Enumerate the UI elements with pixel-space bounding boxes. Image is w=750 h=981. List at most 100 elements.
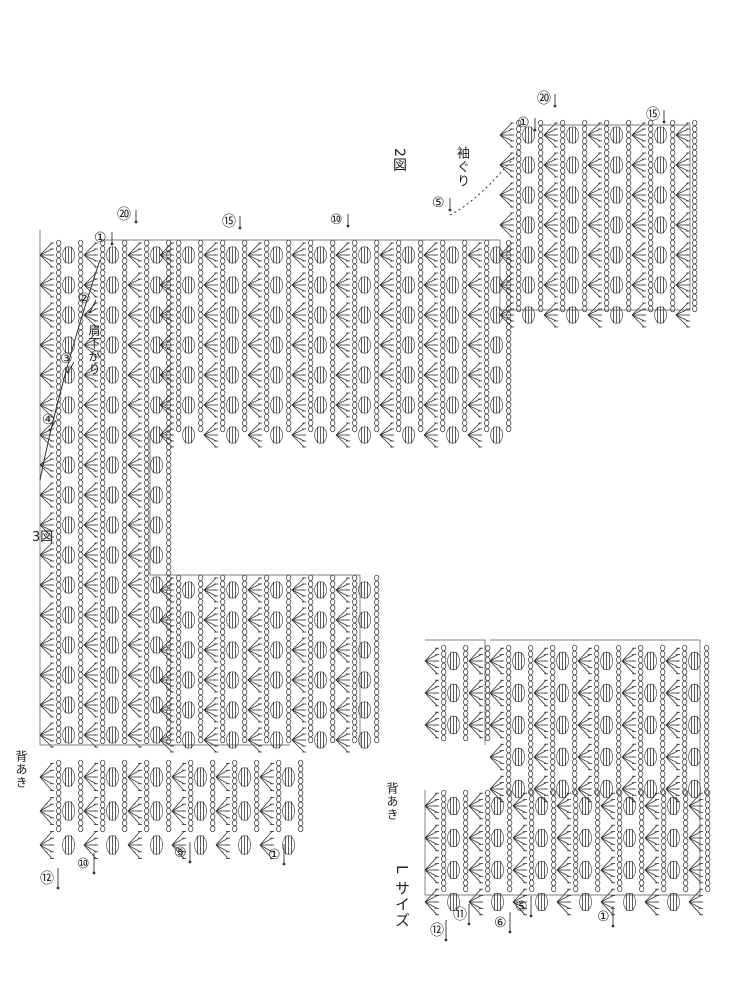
double-crochet-cluster [227,672,239,689]
shell-stitch [425,825,439,851]
double-crochet-cluster [63,607,75,624]
double-crochet-cluster [63,667,75,684]
double-crochet-cluster [611,187,623,204]
double-crochet-cluster [271,367,283,384]
shell-stitch [292,423,306,447]
double-crochet-cluster [151,487,163,504]
shell-stitch [380,393,394,417]
shell-stitch [292,698,306,722]
chain-stitches [485,240,489,432]
chain-stitches [123,240,127,744]
shell-stitch [336,668,350,692]
double-crochet-cluster [227,612,239,629]
double-crochet-cluster [239,768,251,787]
double-crochet-cluster [63,727,75,744]
chain-stitches [539,120,543,312]
double-crochet-cluster [624,893,636,911]
row-marker-15-sleeve: ⑮ [646,108,660,122]
chain-stitches [486,645,490,741]
shell-stitch [578,776,592,802]
row-marker-3-shoulder: ③ [60,352,73,366]
double-crochet-cluster [624,861,636,879]
double-crochet-cluster [183,307,195,324]
row-marker-12-bottom: ⑫ [430,924,444,938]
double-crochet-cluster [491,337,503,354]
arrow-head [554,105,557,108]
double-crochet-cluster [107,607,119,624]
shell-stitch [632,303,646,327]
double-crochet-cluster [107,802,119,821]
chain-stitches [199,240,203,432]
shell-stitch [248,333,262,357]
chain-stitches [508,790,512,892]
double-crochet-cluster [567,127,579,144]
chain-stitches [639,645,643,795]
row-marker-4-shoulder: ④ [42,413,55,427]
double-crochet-cluster [63,768,75,787]
shell-stitch [689,793,703,819]
shell-stitch [424,243,438,267]
double-crochet-cluster [315,247,327,264]
row-marker-11-bottom: ⑪ [453,908,467,922]
double-crochet-cluster [557,652,569,670]
shell-stitch [292,393,306,417]
double-crochet-cluster [315,367,327,384]
shell-stitch [588,153,602,177]
shell-stitch [128,543,142,567]
double-crochet-cluster [227,642,239,659]
chain-stitches [463,240,467,432]
back-opening-label-bottom: 背あき [386,782,398,821]
double-crochet-cluster [151,547,163,564]
row-marker-15-right: ⑮ [222,215,236,229]
chain-stitches [57,760,61,832]
shell-stitch [204,243,218,267]
shell-stitch [380,423,394,447]
shell-stitch [676,213,690,237]
chain-stitches [309,575,313,743]
double-crochet-cluster [63,637,75,654]
chain-stitches [177,575,181,743]
chain-stitches [331,240,335,432]
shell-stitch [128,603,142,627]
double-crochet-cluster [271,702,283,719]
chain-stitches [375,240,379,432]
double-crochet-cluster [447,307,459,324]
chain-stitches [353,240,357,432]
shell-stitch [204,668,218,692]
shell-stitch [544,153,558,177]
double-crochet-cluster [107,247,119,264]
double-crochet-cluster [315,427,327,444]
double-crochet-cluster [645,652,657,670]
shell-stitch [84,423,98,447]
arrow-head [135,221,138,224]
arrow-head [449,209,452,212]
shell-stitch [40,243,54,267]
row-marker-1-right: ① [94,231,107,245]
shell-stitch [424,333,438,357]
chain-stitches [287,240,291,432]
shell-stitch [248,393,262,417]
double-crochet-cluster [492,893,504,911]
double-crochet-cluster [580,861,592,879]
shell-stitch [588,303,602,327]
double-crochet-cluster [63,367,75,384]
shell-stitch [40,603,54,627]
double-crochet-cluster [513,652,525,670]
shell-stitch [84,603,98,627]
shell-stitch [336,638,350,662]
shell-stitch [128,573,142,597]
shell-stitch [204,303,218,327]
double-crochet-cluster [447,397,459,414]
shell-stitch [468,333,482,357]
size-label: L サイズ [394,865,409,928]
shell-stitch [676,153,690,177]
chain-stitches [640,790,644,892]
shell-stitch [128,663,142,687]
double-crochet-cluster [601,748,613,766]
double-crochet-cluster [107,637,119,654]
shell-stitch [248,638,262,662]
shell-stitch [578,712,592,738]
double-crochet-cluster [107,697,119,714]
shell-stitch [204,638,218,662]
